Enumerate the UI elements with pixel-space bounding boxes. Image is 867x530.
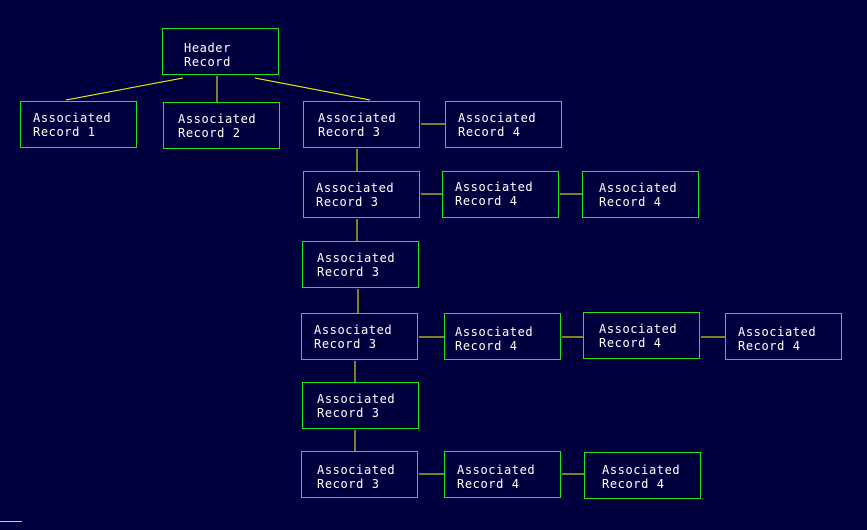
node-label: Record 3	[317, 265, 380, 279]
node-label: Record 4	[602, 477, 665, 491]
node-label: Associated	[599, 181, 678, 195]
node-label: Record 3	[317, 406, 380, 420]
node-label: Associated	[317, 463, 396, 477]
node-label: Associated	[317, 392, 396, 406]
node-label: Associated	[314, 323, 393, 337]
node-label: Record 2	[178, 126, 241, 140]
node-label: Associated	[318, 111, 397, 125]
node-label: Associated	[599, 322, 678, 336]
node-label: Associated	[317, 251, 396, 265]
node-label: Record 4	[738, 339, 801, 353]
node-label: Record 4	[455, 339, 518, 353]
corner-mark	[0, 521, 22, 522]
node-label: Associated	[178, 112, 257, 126]
connector-header-record1	[65, 77, 184, 101]
node-label: Associated	[738, 325, 817, 339]
node-label: Associated	[33, 111, 112, 125]
node-label: Record 4	[599, 336, 662, 350]
node-label: Record 3	[314, 337, 377, 351]
node-label: Associated	[316, 181, 395, 195]
node-label: Record 1	[33, 125, 96, 139]
node-label: Associated	[455, 325, 534, 339]
node-label: Record 4	[599, 195, 662, 209]
node-label: Record 3	[318, 125, 381, 139]
node-label: Record 4	[455, 194, 518, 208]
node-label: Record 3	[317, 477, 380, 491]
node-label: Associated	[457, 463, 536, 477]
node-label: Record 4	[458, 125, 521, 139]
node-label: Record	[184, 55, 231, 69]
node-label: Record 3	[316, 195, 379, 209]
node-label: Associated	[455, 180, 534, 194]
node-label: Record 4	[457, 477, 520, 491]
node-label: Associated	[458, 111, 537, 125]
node-label: Header	[184, 41, 231, 55]
connector-header-record3	[254, 77, 371, 101]
node-label: Associated	[602, 463, 681, 477]
